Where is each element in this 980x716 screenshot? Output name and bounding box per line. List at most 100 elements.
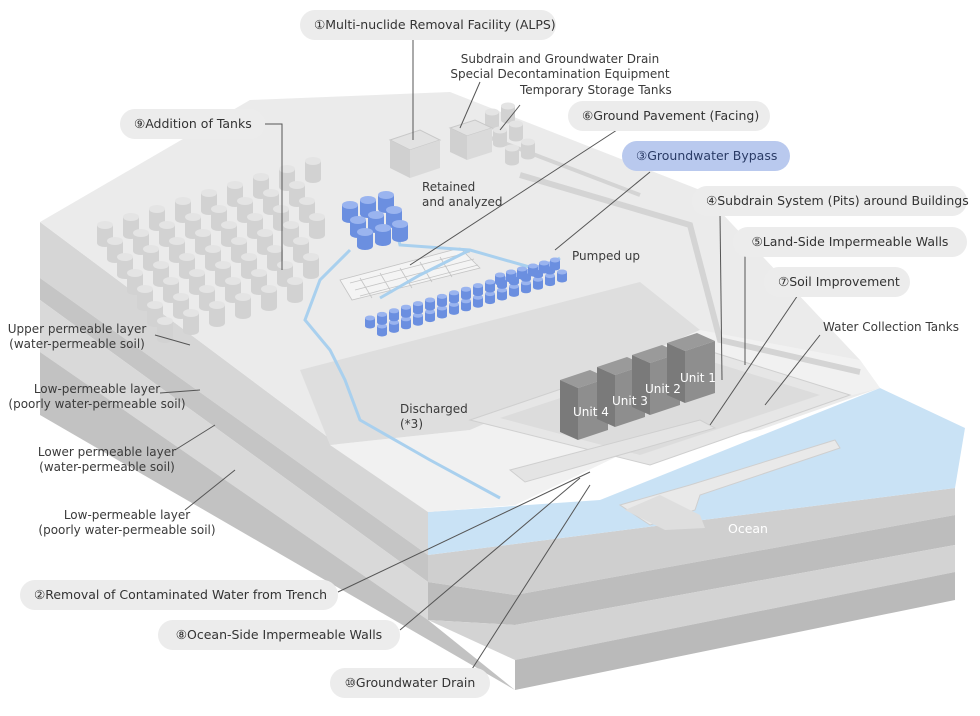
blue-tank-bypass [473, 283, 483, 297]
callout-land-wall: ⑤Land-Side Impermeable Walls [733, 227, 967, 257]
gray-tank [235, 293, 251, 319]
label-special-decon-line2: Special Decontamination Equipment [450, 67, 670, 81]
unit-4-label: Unit 4 [573, 405, 609, 419]
blue-tank-bypass [533, 276, 543, 290]
unit-3-label: Unit 3 [612, 394, 648, 408]
label-retained-line1: Retained [422, 180, 476, 194]
storage-tank [485, 108, 499, 130]
label-discharged: Discharged (*3) [400, 402, 468, 432]
label-lowperm-layer-2-line1: Low-permeable layer [63, 508, 191, 522]
blue-tank-bypass [506, 269, 516, 283]
callout-ocean-wall: ⑧Ocean-Side Impermeable Walls [158, 620, 400, 650]
callout-tanks: ⑨Addition of Tanks [120, 109, 265, 139]
blue-tank-bypass [509, 283, 519, 297]
unit-2-label: Unit 2 [645, 382, 681, 396]
blue-tank-bypass [449, 290, 459, 304]
gray-tank [309, 213, 325, 239]
gray-tank [261, 285, 277, 311]
reactor-unit-building [667, 333, 715, 403]
right-face-4 [515, 572, 955, 690]
blue-tank-bypass [413, 312, 423, 326]
blue-tank-bypass [461, 286, 471, 300]
callout-subdrain: ④Subdrain System (Pits) around Buildings [692, 186, 969, 216]
label-lower-layer-line1: Lower permeable layer [37, 445, 177, 459]
left-face-lower [40, 300, 428, 620]
label-upper-layer-line2: (water-permeable soil) [9, 337, 145, 351]
gray-tank [209, 301, 225, 327]
right-face-3 [428, 545, 955, 660]
blue-tank-retained [360, 196, 376, 218]
gray-tank-cluster [97, 102, 535, 343]
blue-tank-bypass [473, 294, 483, 308]
blue-tank-bypass [485, 291, 495, 305]
blue-tank-retained [342, 201, 358, 223]
blue-tank-bypass [495, 272, 505, 286]
label-retained: Retained and analyzed [422, 180, 502, 210]
left-face-lowperm1 [40, 278, 428, 582]
reactor-units [560, 333, 715, 440]
callout-alps: ①Multi-nuclide Removal Facility (ALPS) [300, 10, 556, 40]
storage-tank [493, 126, 507, 148]
seawall [508, 419, 717, 483]
gray-tank [183, 309, 199, 335]
alps-building [388, 129, 442, 178]
blue-tank-bypass [437, 305, 447, 319]
blue-tank-bypass [389, 319, 399, 333]
blue-tank-bypass [425, 309, 435, 323]
label-temp-storage: Temporary Storage Tanks [520, 83, 672, 97]
label-upper-layer: Upper permeable layer (water-permeable s… [2, 322, 152, 352]
label-lowperm-layer-2: Low-permeable layer (poorly water-permea… [32, 508, 222, 538]
blue-tank-bypass [437, 293, 447, 307]
label-special-decon: Subdrain and Groundwater Drain Special D… [440, 52, 680, 82]
blue-tank-bypass [545, 273, 555, 287]
blue-tank-bypass [377, 311, 387, 325]
blue-tank-cluster [342, 191, 567, 337]
blue-tank-retained [392, 220, 408, 242]
blue-tank-retained [378, 191, 394, 213]
label-lowperm-layer-1-line2: (poorly water-permeable soil) [8, 397, 186, 411]
blue-tank-bypass [497, 287, 507, 301]
label-retained-line2: and analyzed [422, 195, 503, 209]
left-face-lowperm2 [40, 352, 515, 690]
blue-tank-bypass [425, 297, 435, 311]
blue-tank-bypass [413, 301, 423, 315]
gray-tank [117, 253, 133, 279]
label-collection: Water Collection Tanks [823, 320, 959, 334]
right-face-1 [428, 488, 955, 595]
label-lower-layer: Lower permeable layer (water-permeable s… [32, 445, 182, 475]
storage-tank [521, 138, 535, 160]
storage-tank [509, 120, 523, 142]
label-special-decon-line1: Subdrain and Groundwater Drain [460, 52, 660, 66]
callout-pavement: ⑥Ground Pavement (Facing) [568, 101, 770, 131]
blue-tank-bypass [377, 323, 387, 337]
gray-tank [157, 317, 173, 343]
right-face-2 [428, 515, 955, 625]
label-lowperm-layer-1: Low-permeable layer (poorly water-permea… [2, 382, 192, 412]
blue-tank-bypass [517, 266, 527, 280]
blue-tank-bypass [401, 316, 411, 330]
label-lowperm-layer-2-line2: (poorly water-permeable soil) [38, 523, 216, 537]
blue-tank-bypass [539, 260, 549, 274]
road [519, 172, 861, 375]
callout-trench: ②Removal of Contaminated Water from Tren… [20, 580, 338, 610]
plateau-slope [300, 282, 700, 445]
blue-tank-bypass [557, 269, 567, 283]
blue-tank-bypass [449, 301, 459, 315]
label-discharged-line2: (*3) [400, 417, 423, 431]
blue-tank-retained [375, 224, 391, 246]
label-lower-layer-line2: (water-permeable soil) [39, 460, 175, 474]
callout-drain: ⑩Groundwater Drain [330, 668, 490, 698]
ocean-label: Ocean [728, 521, 768, 536]
storage-tank [505, 144, 519, 166]
blue-tank-bypass [365, 315, 375, 329]
label-upper-layer-line1: Upper permeable layer [7, 322, 147, 336]
ocean-surface [428, 388, 965, 555]
callout-soil: ⑦Soil Improvement [764, 267, 910, 297]
unit-1-label: Unit 1 [680, 371, 716, 385]
blue-tank-bypass [389, 308, 399, 322]
jetty [625, 495, 705, 530]
gray-tank [305, 157, 321, 183]
label-pumped: Pumped up [572, 249, 640, 263]
